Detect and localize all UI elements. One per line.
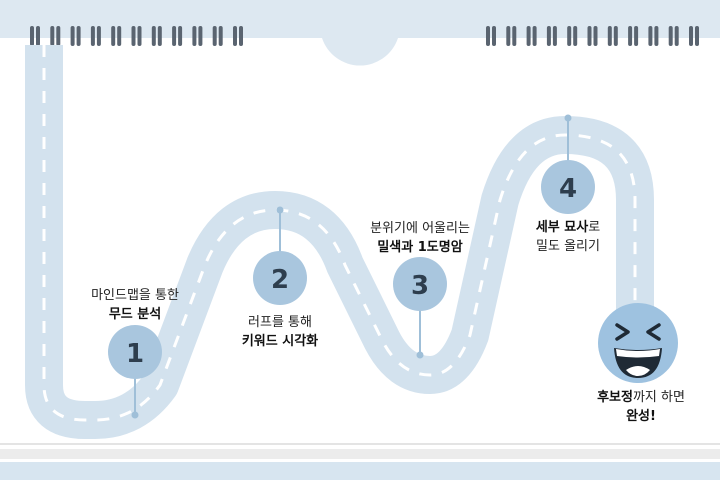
binder-ring [689,26,699,46]
binder-ring [151,26,162,46]
step-number-1: 1 [126,339,144,369]
pin-2 [276,206,284,255]
step-node-4: 4 [541,160,595,214]
pin-4 [564,114,572,165]
binder-ring [607,26,618,46]
step-2-line1: 러프를 통해 [248,315,312,330]
binder-ring [233,26,243,46]
binder-ring [486,26,496,46]
binder-ring [50,26,61,46]
step-4-bold: 세부 묘사 [535,220,589,235]
binder-ring [546,26,557,46]
step-1-line2: 무드 분석 [108,307,162,322]
step-3-line2: 밀색과 1도명암 [377,240,463,255]
binder-ring [192,26,203,46]
binder-ring [587,26,598,46]
step-node-1: 1 [108,325,162,379]
binder-ring [131,26,142,46]
finish-label: 후보정까지 하면 완성! [578,388,704,426]
step-1-line1: 마인드맵을 통한 [91,288,179,303]
road-center-dashes [42,45,637,422]
binder-ring [648,26,659,46]
step-node-2: 2 [253,251,307,305]
step-label-2: 러프를 통해 키워드 시각화 [222,313,338,351]
finish-bold: 후보정 [597,390,633,405]
step-4-suffix: 로 [588,220,601,235]
finish-line2: 완성! [626,409,656,424]
step-label-4: 세부 묘사로 밀도 올리기 [518,218,618,256]
binder-ring [506,26,517,46]
step-3-line1: 분위기에 어울리는 [370,221,470,236]
binder-ring [30,26,40,46]
step-number-3: 3 [411,271,429,301]
binder-ring [526,26,537,46]
step-4-line2: 밀도 올리기 [536,239,600,254]
pin-1 [131,375,139,419]
step-node-3: 3 [393,257,447,311]
step-label-1: 마인드맵을 통한 무드 분석 [75,286,195,324]
finish-suffix: 까지 하면 [632,390,685,405]
binder-ring [212,26,223,46]
binder-ring [70,26,81,46]
step-2-line2: 키워드 시각화 [241,334,319,349]
step-number-2: 2 [271,265,289,295]
bottom-band [0,449,720,459]
step-number-4: 4 [559,174,577,204]
step-label-3: 분위기에 어울리는 밀색과 1도명암 [358,219,482,257]
binder-ring [90,26,101,46]
laughing-face-icon [598,303,678,383]
calendar-tab [322,38,398,66]
bottom-strip [0,462,720,480]
binder-ring [668,26,679,46]
binder-rings [30,26,699,46]
top-band [0,0,720,38]
binder-ring [628,26,639,46]
binder-ring [172,26,183,46]
binder-ring [111,26,122,46]
binder-ring [567,26,578,46]
